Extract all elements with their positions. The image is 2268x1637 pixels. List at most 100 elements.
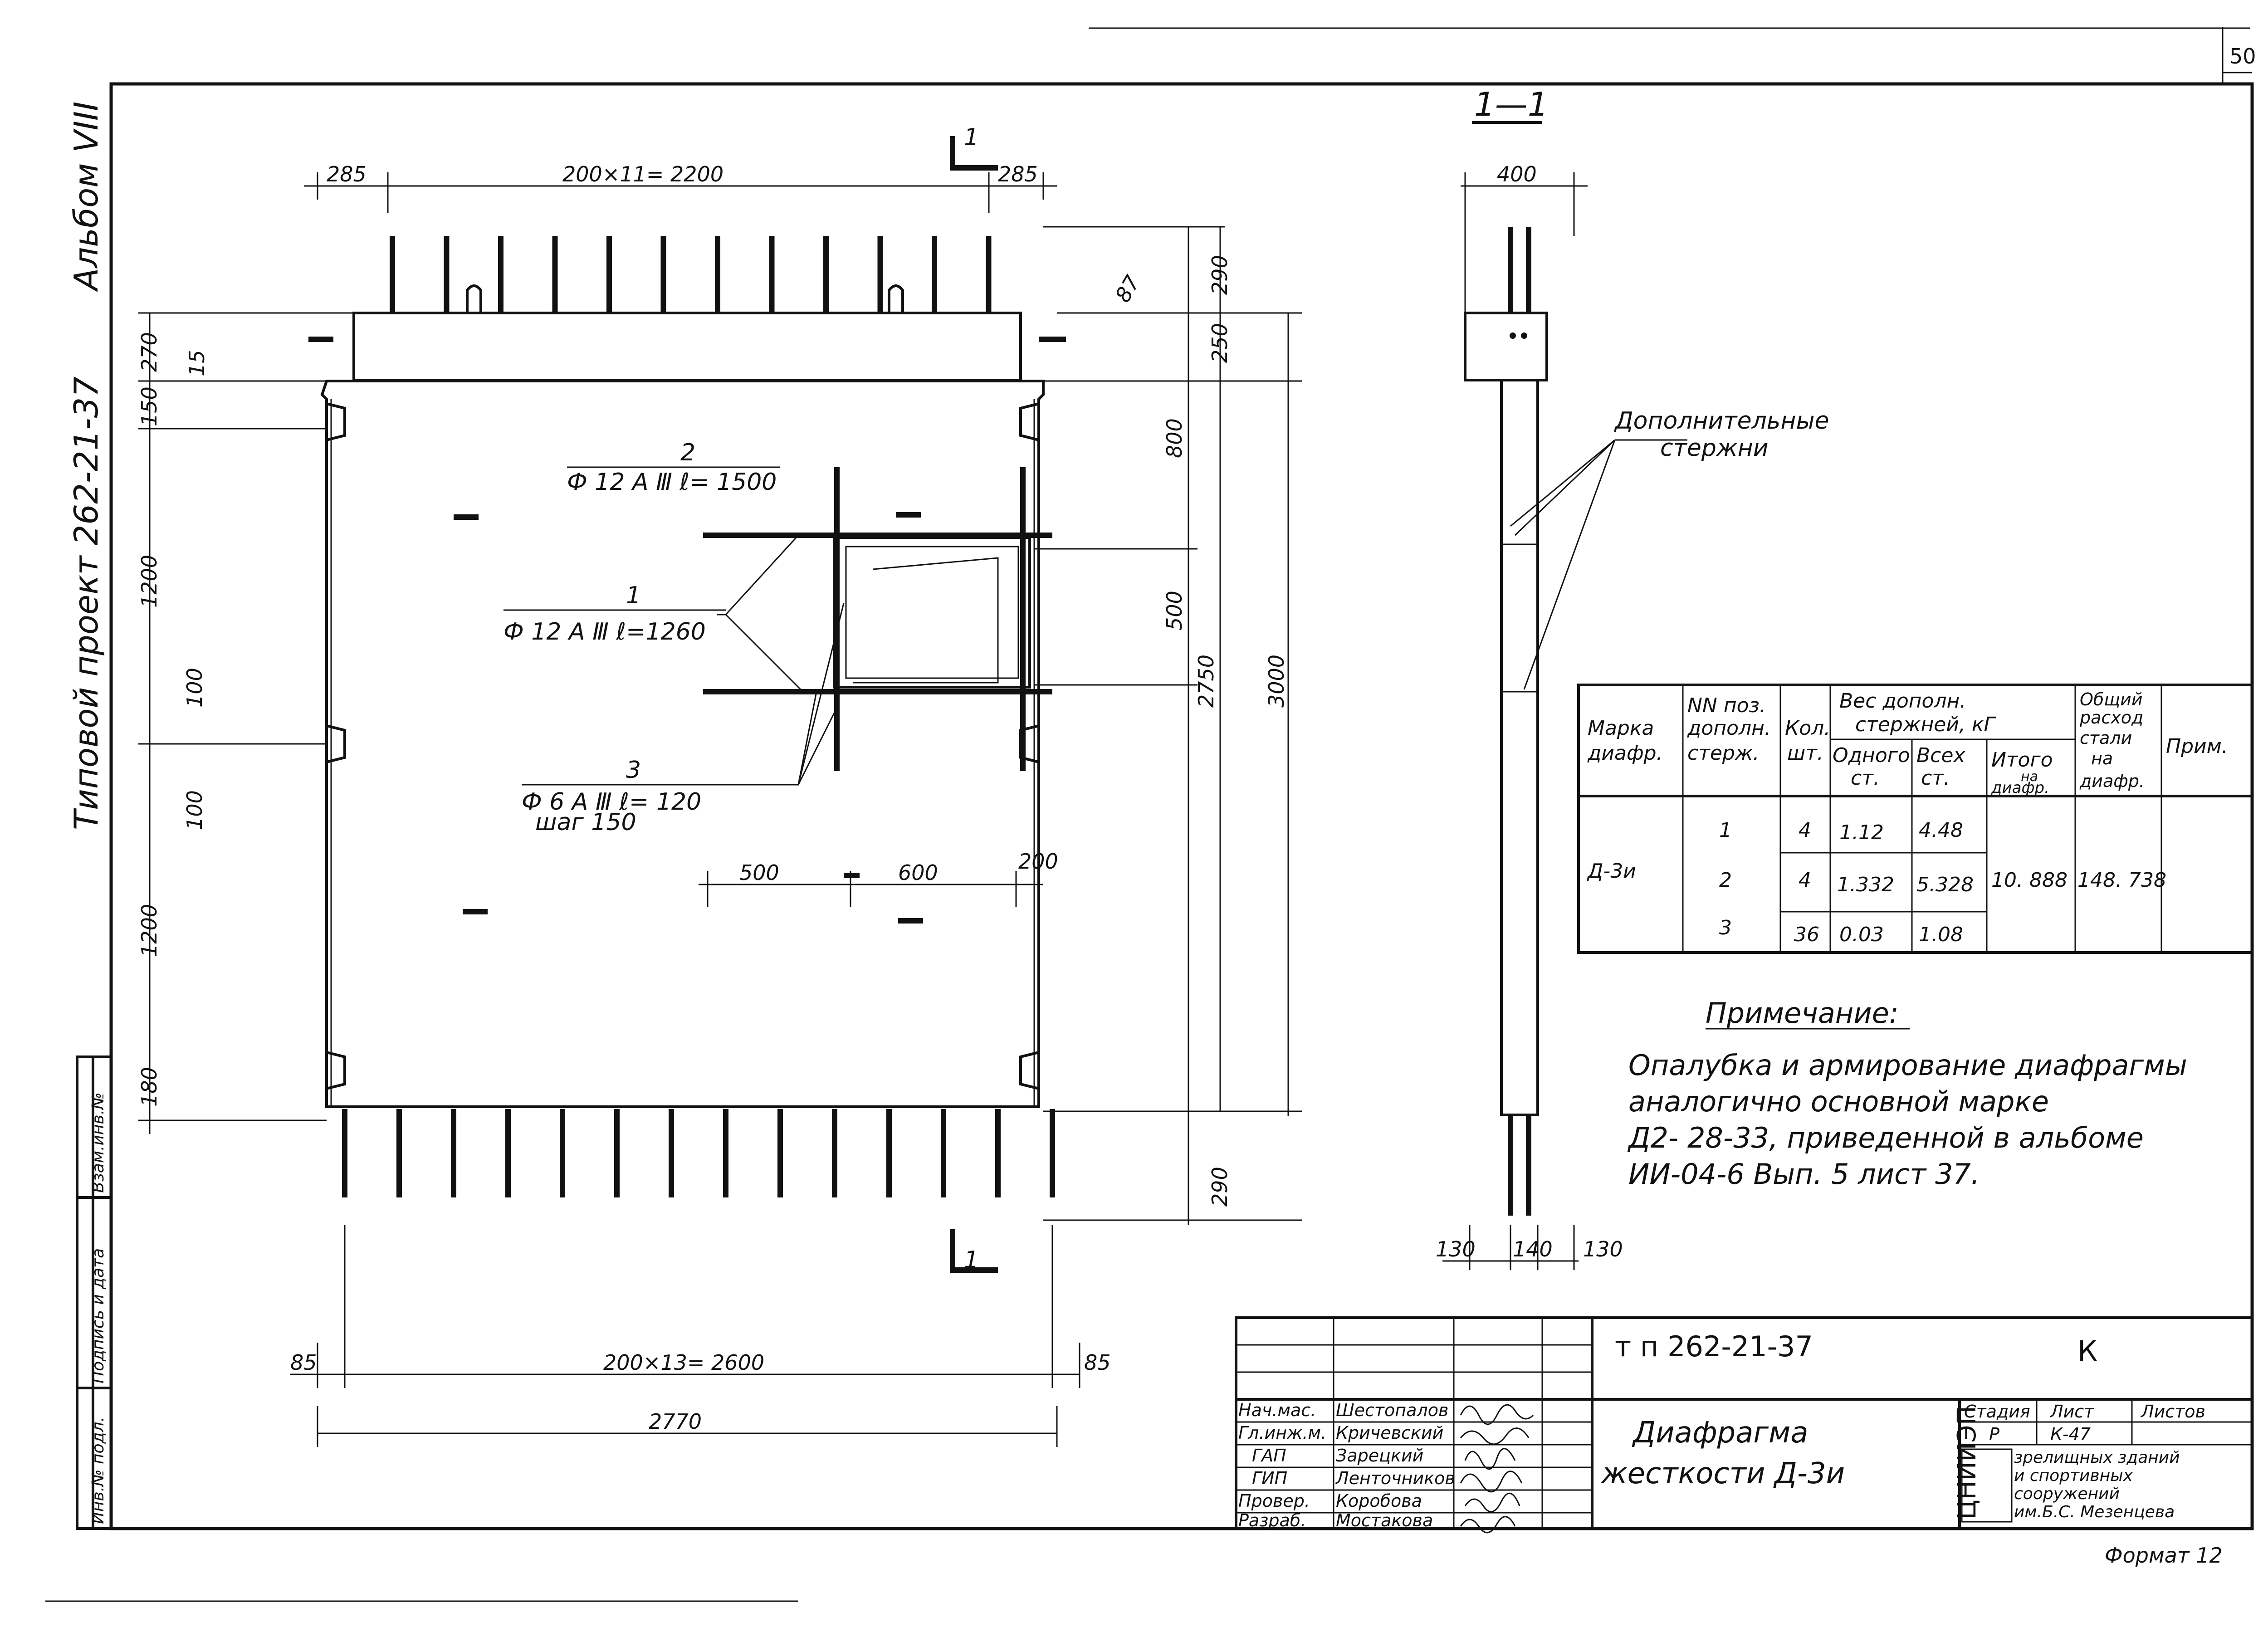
dim-top-2: 285 [998,162,1038,186]
dim-right-5: 2750 [1194,655,1218,708]
role-2: ГАП [1252,1446,1286,1466]
stage-value: Р [1989,1424,1999,1444]
section-dim-bottom-2: 130 [1583,1237,1623,1261]
sheet-header: Лист [2049,1402,2095,1422]
role-3: ГИП [1252,1468,1287,1488]
dim-bottom-2: 85 [1084,1350,1111,1375]
remark-line-2: аналогично основной марке [1628,1085,2049,1118]
th-note: Прим. [2166,735,2228,758]
td-all-2: 1.08 [1919,923,1963,946]
callout-2-num: 2 [680,439,695,466]
th-qty-2: шт. [1787,742,1823,765]
name-1: Кричевский [1336,1423,1443,1443]
dim-bottom-0: 85 [290,1350,317,1375]
dim-left-6: 1200 [137,904,161,957]
dim-open-2: 200 [1018,849,1058,874]
section-mark-bottom: 1 [964,1246,979,1274]
dim-right-1: 290 [1207,255,1232,295]
dim-right-0: 87 [1110,271,1145,307]
td-qty-2: 36 [1794,923,1819,946]
td-qty-0: 4 [1799,819,1811,842]
org-line-4: им.Б.С. Мезенцева [2014,1503,2175,1521]
doc-code: т п 262-21-37 [1615,1330,1813,1363]
remark-line-3: Д2- 28-33, приведенной в альбоме [1627,1121,2144,1154]
th-all-2: ст. [1921,767,1950,790]
title-block [1235,1316,2253,1530]
project-label: Типовой проект 262-21-37 [67,376,105,830]
role-4: Провер. [1238,1491,1310,1511]
section-mark-top: 1 [964,124,979,151]
th-qty-1: Кол. [1785,717,1830,740]
th-all-1: Всех [1916,744,1965,767]
name-2: Зарецкий [1336,1446,1423,1466]
th-pos-3: стерж. [1687,742,1759,765]
role-0: Нач.мас. [1238,1400,1316,1420]
page-number: 50 [2229,44,2256,68]
callout-3-num: 3 [626,757,641,784]
album-label: Альбом VIII [67,102,105,292]
th-steel-2: расход [2079,708,2143,728]
sheet-value: К-47 [2050,1424,2091,1444]
stamp-replace: Взам.инв.№ [89,1092,108,1193]
dim-bottom-1: 200×13= 2600 [603,1350,764,1375]
dim-right-4: 500 [1162,591,1187,630]
name-3: Ленточников [1335,1468,1455,1488]
callout-1-num: 1 [626,582,641,609]
dim-right-2: 250 [1207,323,1232,363]
plan-view [308,136,1066,1273]
name-5: Мостакова [1336,1510,1433,1530]
role-5: Разраб. [1238,1510,1306,1530]
sheet-frame [45,27,2254,1602]
section-dim-top: 400 [1497,162,1537,186]
section-dim-bottom-1: 140 [1513,1237,1553,1261]
plan-dimensions [138,172,1302,1447]
th-total-1: Итого [1991,748,2053,772]
callout-3-sub: шаг 150 [535,809,636,836]
plan-bars-bottom [342,1109,1055,1197]
td-one-1: 1.332 [1837,873,1894,896]
th-steel-5: диафр. [2079,771,2145,791]
dim-bottom-3: 2770 [649,1409,702,1434]
section-callout-line1: Дополнительные [1614,407,1829,435]
stage-header: Стадия [1964,1402,2030,1422]
remark-title: Примечание: [1706,997,1899,1030]
th-steel-4: на [2091,748,2113,768]
stamp-sign: Подпись и дата [89,1248,108,1383]
section-title: 1—1 [1474,85,1549,123]
stamp-inv: Инв.№ подл. [89,1417,108,1524]
dim-top-0: 285 [327,162,367,186]
dim-left-5: 100 [182,790,207,830]
side-stamp [76,1055,112,1530]
sheets-header: Листов [2140,1402,2205,1422]
steel-table [1577,684,2253,954]
name-4: Коробова [1336,1491,1422,1511]
callout-3-text: Ф 6 А Ⅲ ℓ= 120 [522,788,701,816]
td-pos-2: 3 [1719,916,1732,939]
signatures [1460,1404,1534,1534]
doc-title-1: Диафрагма [1632,1416,1809,1450]
doc-letter: К [2077,1334,2097,1368]
td-steel: 148. 738 [2077,869,2166,892]
th-pos-1: NN поз. [1687,694,1766,717]
org-line-3: сооружений [2014,1485,2120,1503]
td-pos-1: 2 [1719,869,1732,892]
dim-left-2: 15 [185,350,209,376]
td-all-1: 5.328 [1916,873,1974,896]
format-label: Формат 12 [2105,1543,2223,1568]
th-total-3: диафр. [1991,779,2049,797]
section-dim-bottom-0: 130 [1436,1237,1476,1261]
role-1: Гл.инж.м. [1238,1423,1326,1443]
th-steel-1: Общий [2080,689,2143,709]
td-qty-1: 4 [1799,869,1811,892]
dim-right-7: 290 [1207,1167,1232,1207]
td-total: 10. 888 [1991,869,2068,892]
dim-left-7: 180 [137,1067,161,1107]
dim-open-1: 600 [898,860,938,885]
dim-left-3: 1200 [137,555,161,608]
section-callout-line2: стержни [1660,435,1769,462]
callout-2-text: Ф 12 А Ⅲ ℓ= 1500 [567,469,777,496]
plan-bars-top [390,236,992,313]
doc-title-2: жесткости Д-3и [1600,1457,1845,1490]
th-one-1: Одного [1833,744,1910,767]
